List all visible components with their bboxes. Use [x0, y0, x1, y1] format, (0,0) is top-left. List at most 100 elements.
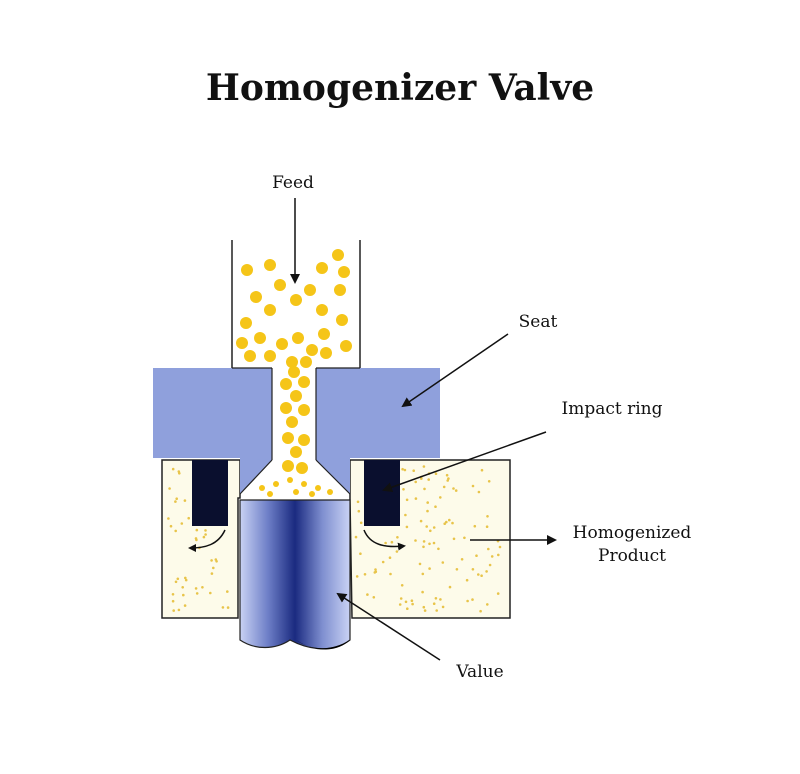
particle [183, 499, 187, 502]
particle [167, 517, 170, 520]
particle [306, 344, 318, 356]
particle [288, 366, 300, 378]
particle [209, 591, 212, 595]
particle [264, 350, 276, 362]
particle [334, 284, 346, 296]
particle [452, 537, 456, 541]
particle [422, 465, 426, 468]
particle [421, 572, 425, 576]
particle [479, 609, 482, 613]
particle [201, 586, 204, 589]
particle [401, 467, 404, 471]
particle [226, 590, 229, 593]
value-label: Value [455, 662, 503, 682]
valve [239, 499, 351, 650]
particle [410, 599, 414, 602]
particle [264, 259, 276, 271]
particle [442, 485, 446, 489]
particle [395, 550, 399, 553]
particle [434, 597, 438, 600]
feed-particles [236, 249, 352, 368]
particle [441, 561, 445, 564]
particle [327, 489, 333, 495]
particle [240, 317, 252, 329]
particle [487, 547, 490, 551]
particle [443, 522, 447, 525]
diagram-title: Homogenizer Valve [206, 67, 594, 109]
particle [180, 522, 184, 525]
particle [441, 605, 445, 609]
particle [420, 477, 423, 480]
particle [195, 528, 199, 532]
particle [273, 481, 279, 487]
particle [171, 599, 175, 603]
particle [404, 513, 407, 517]
particle [184, 578, 188, 582]
particle [414, 480, 418, 484]
particle [389, 572, 392, 576]
particle [174, 580, 178, 584]
particle [171, 593, 175, 596]
particle [287, 477, 293, 483]
particle [298, 434, 310, 446]
particle [486, 515, 489, 518]
particle [282, 460, 294, 472]
particle [292, 332, 304, 344]
particle [174, 529, 177, 533]
particle [259, 485, 265, 491]
particle [315, 485, 321, 491]
particle [427, 478, 431, 481]
particle [412, 469, 416, 473]
impact-ring [192, 460, 400, 526]
channel-particles [280, 366, 310, 474]
particle [400, 584, 404, 587]
particle [487, 480, 491, 483]
particle [336, 314, 348, 326]
particle [460, 558, 464, 561]
particle [404, 600, 408, 604]
curved-arrow-icon [188, 529, 226, 552]
particle [264, 304, 276, 316]
particle [414, 539, 417, 542]
particle [418, 562, 422, 566]
particle [276, 338, 288, 350]
particle [274, 279, 286, 291]
particle [210, 572, 214, 575]
particle [290, 390, 302, 402]
particle [445, 473, 449, 477]
particle [451, 521, 454, 525]
particle [490, 555, 494, 558]
particle [439, 496, 442, 499]
particle [195, 592, 199, 595]
particle [177, 608, 181, 612]
particle [477, 490, 481, 494]
particle [448, 585, 452, 589]
particle [475, 554, 478, 557]
particle [437, 547, 440, 551]
particle [455, 568, 459, 571]
particle [423, 487, 426, 491]
feed-label: Feed [272, 173, 314, 193]
particle [171, 467, 175, 471]
particle [316, 304, 328, 316]
particle [280, 378, 292, 390]
particle [426, 501, 430, 504]
particle [202, 535, 206, 539]
particle [439, 598, 442, 601]
particle [426, 509, 429, 513]
particle [485, 525, 489, 528]
impact-ring-label: Impact ring [561, 399, 662, 419]
particle [403, 468, 407, 472]
homogenized-label-line2: Product [598, 546, 666, 566]
particle [486, 603, 489, 606]
particle [338, 266, 350, 278]
particle [184, 576, 187, 580]
particle [411, 602, 414, 606]
particle [296, 462, 308, 474]
particle [181, 586, 184, 589]
arrow-pointer-icon [382, 431, 547, 493]
fine-particles [167, 465, 502, 613]
particle [354, 535, 358, 539]
particle [187, 516, 190, 520]
particle [300, 356, 312, 368]
